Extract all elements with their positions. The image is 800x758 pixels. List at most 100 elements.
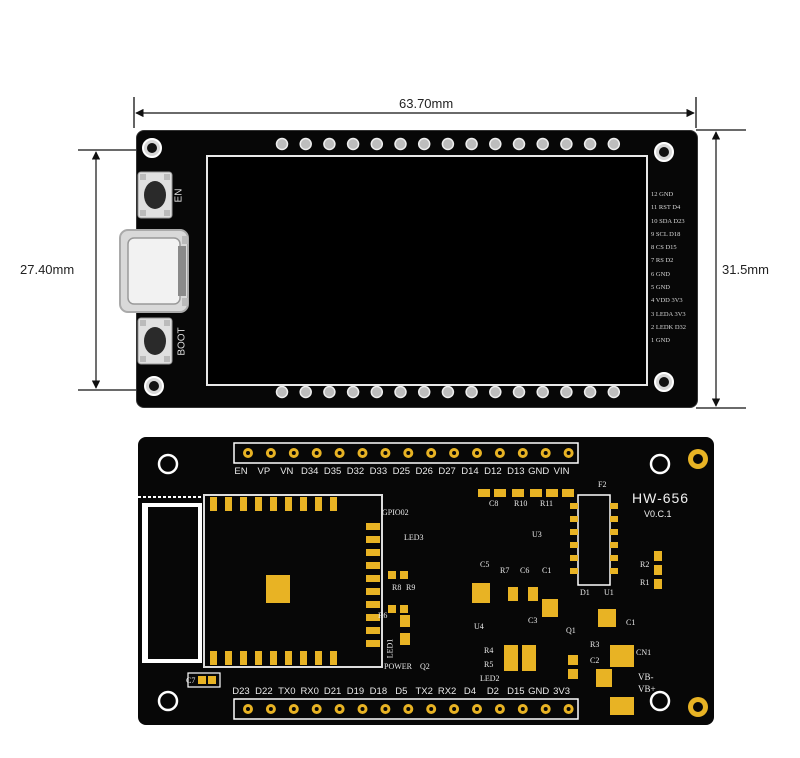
chip-pin xyxy=(570,568,578,574)
header-pin xyxy=(560,137,573,151)
chip-pin xyxy=(570,516,578,522)
lcd-pin-8: 8 CS D15 xyxy=(651,244,677,252)
silk-cn1: CN1 xyxy=(636,648,652,657)
esp-pad xyxy=(366,640,380,647)
header-pad-hole xyxy=(383,707,388,711)
header-pin xyxy=(394,385,407,399)
left-height-dimension-label: 27.40mm xyxy=(20,262,75,277)
pin-label: D12 xyxy=(484,466,502,477)
silk-gpio02: GPIO02 xyxy=(382,508,409,517)
pin-label: GND xyxy=(528,466,550,477)
silk-r3: R3 xyxy=(590,640,600,649)
header-pad-hole xyxy=(543,707,548,711)
silk-c7: C7 xyxy=(186,676,196,685)
header-pad-hole xyxy=(268,707,273,711)
pin-label: D4 xyxy=(463,686,477,697)
header-pad-hole xyxy=(406,451,411,455)
lcd-pin-1: 1 GND xyxy=(651,337,670,345)
silk-led1: LED1 xyxy=(385,638,395,659)
pin-label: RX0 xyxy=(300,686,319,697)
pin-label: D34 xyxy=(300,466,319,477)
esp-pad xyxy=(366,627,380,634)
pin-label: D15 xyxy=(507,686,525,697)
header-pin xyxy=(417,385,431,399)
pin-label: D5 xyxy=(395,686,408,697)
esp-pad xyxy=(366,588,380,595)
header-pad-hole xyxy=(337,451,342,455)
esp-pad xyxy=(285,651,292,665)
pin-label: GND xyxy=(528,686,550,697)
header-pin xyxy=(512,137,526,151)
header-pad-hole xyxy=(452,451,457,455)
pin-label: TX2 xyxy=(415,686,433,697)
chip-pin xyxy=(610,503,618,509)
header-pad-hole xyxy=(497,707,502,711)
header-pad-hole xyxy=(452,707,457,711)
header-pad-hole xyxy=(475,707,479,711)
header-pin xyxy=(323,137,336,151)
pin-label: D14 xyxy=(461,466,479,477)
model-label: HW-656 xyxy=(632,490,690,506)
silk-u3: U3 xyxy=(532,530,542,539)
header-pad-hole xyxy=(337,707,342,711)
header-pad-hole xyxy=(291,451,296,455)
right-height-dimension-label: 31.5mm xyxy=(722,262,769,277)
silk-r6: R6 xyxy=(378,611,388,620)
lcd-pin-5: 5 GND xyxy=(651,284,670,292)
silk-c3: C3 xyxy=(528,616,538,625)
lcd-pin-9: 9 SCL D18 xyxy=(651,230,681,238)
header-pin xyxy=(489,385,502,399)
header-pad-hole xyxy=(246,451,250,455)
lcd-pin-6: 6 GND xyxy=(651,270,670,278)
width-dimension-label: 63.70mm xyxy=(396,96,457,111)
header-pad-hole xyxy=(268,451,273,455)
pin-label: D32 xyxy=(346,466,365,477)
esp-pad xyxy=(366,562,380,569)
pin-label: D18 xyxy=(369,686,388,697)
esp-pad xyxy=(270,497,277,511)
pin-label: D27 xyxy=(438,466,456,477)
esp-pad xyxy=(366,536,380,543)
pin-label: D35 xyxy=(323,466,342,477)
silk-u1: U1 xyxy=(604,588,614,597)
silk-led3: LED3 xyxy=(404,533,424,542)
silk-r9: R9 xyxy=(406,583,416,592)
esp-pad xyxy=(225,651,232,665)
esp-pad xyxy=(255,651,262,665)
silk-c5: C5 xyxy=(480,560,490,569)
pin-label: D23 xyxy=(232,686,250,697)
chip-pin xyxy=(570,503,578,509)
silk-r1: R1 xyxy=(640,578,650,587)
boot-button[interactable] xyxy=(136,316,178,368)
header-pin xyxy=(323,385,336,399)
chip-pin xyxy=(610,529,618,535)
silk-r7: R7 xyxy=(500,566,510,575)
header-pad-hole xyxy=(520,707,525,711)
pin-label: D25 xyxy=(392,466,411,477)
header-pad-hole xyxy=(566,451,571,455)
top-board-mounting-holes xyxy=(142,138,674,396)
en-button[interactable] xyxy=(136,170,178,222)
header-pin xyxy=(275,385,289,399)
header-pad-hole xyxy=(314,707,319,711)
bottom-board-features xyxy=(138,442,708,720)
pin-label: D19 xyxy=(346,686,365,697)
silk-led2: LED2 xyxy=(480,674,500,683)
pin-label: D26 xyxy=(415,466,433,477)
header-pad-hole xyxy=(360,707,365,711)
lcd-pin-3: 3 LEDA 3V3 xyxy=(651,310,686,318)
esp-pad xyxy=(366,614,380,621)
header-pad-hole xyxy=(360,451,365,455)
header-pin xyxy=(275,137,289,151)
esp-pad xyxy=(210,651,217,665)
chip-pin xyxy=(610,568,618,574)
silk-r4: R4 xyxy=(484,646,494,655)
header-pad-hole xyxy=(246,707,250,711)
esp-pad xyxy=(255,497,262,511)
header-pad-hole xyxy=(406,707,411,711)
esp-pad xyxy=(240,651,247,665)
chip-pin xyxy=(610,516,618,522)
lcd-pin-7: 7 RS D2 xyxy=(651,257,674,265)
header-pin xyxy=(512,385,526,399)
